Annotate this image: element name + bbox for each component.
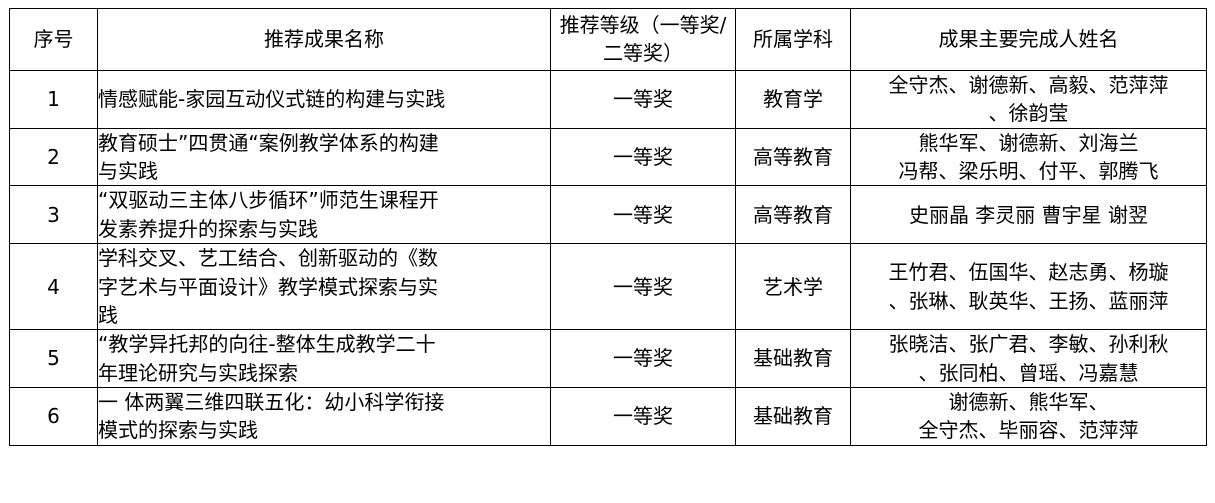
cell-sequence-number: 1 <box>9 69 98 129</box>
cell-award-level: 一等奖 <box>550 329 736 389</box>
cell-award-level: 一等奖 <box>550 243 736 331</box>
cell-achievement-name: 学科交叉、艺工结合、创新驱动的《数字艺术与平面设计》教学模式探索与实践 <box>97 243 551 331</box>
achievement-name-line: 践 <box>98 302 118 327</box>
achievement-name-line: 情感赋能-家园互动仪式链的构建与实践 <box>98 86 446 111</box>
table-row: 5“教学异托邦的向往-整体生成教学二十年理论研究与实践探索一等奖基础教育张晓洁、… <box>9 329 1207 389</box>
table-row: 3“双驱动三主体八步循环”师范生课程开发素养提升的探索与实践一等奖高等教育史丽晶… <box>9 185 1207 245</box>
contributor-line: 王竹君、伍国华、赵志勇、杨璇 <box>888 260 1169 285</box>
achievement-name-line: 字艺术与平面设计》教学模式探索与实 <box>98 274 438 299</box>
recommended-achievements-table: 序号 推荐成果名称 推荐等级（一等奖/二等奖） 所属学科 成果主要完成人姓名 1… <box>9 8 1207 446</box>
cell-discipline: 基础教育 <box>735 329 851 389</box>
cell-discipline: 教育学 <box>735 69 851 129</box>
column-header-award-level: 推荐等级（一等奖/二等奖） <box>550 8 736 71</box>
cell-contributors: 谢德新、熊华军、全守杰、毕丽容、范萍萍 <box>850 387 1207 446</box>
contributor-line: 、张同柏、曾瑶、冯嘉慧 <box>918 360 1139 385</box>
cell-achievement-name: “教学异托邦的向往-整体生成教学二十年理论研究与实践探索 <box>97 329 551 389</box>
contributor-line: 冯帮、梁乐明、付平、郭腾飞 <box>898 158 1159 183</box>
column-header-achievement-name: 推荐成果名称 <box>97 8 551 71</box>
cell-sequence-number: 3 <box>9 185 98 245</box>
contributor-line: 全守杰、毕丽容、范萍萍 <box>918 418 1139 443</box>
achievement-name-line: 学科交叉、艺工结合、创新驱动的《数 <box>98 246 438 271</box>
achievement-name-line: 与实践 <box>98 158 158 183</box>
contributor-line: 熊华军、谢德新、刘海兰 <box>918 130 1139 155</box>
contributor-line: 谢德新、熊华军、 <box>948 390 1109 415</box>
cell-achievement-name: 一 体两翼三维四联五化：幼小科学衔接模式的探索与实践 <box>97 387 551 446</box>
cell-discipline: 高等教育 <box>735 127 851 187</box>
cell-discipline: 艺术学 <box>735 243 851 331</box>
achievement-name-line: 年理论研究与实践探索 <box>98 360 298 385</box>
cell-sequence-number: 4 <box>9 243 98 331</box>
cell-discipline: 高等教育 <box>735 185 851 245</box>
cell-award-level: 一等奖 <box>550 387 736 446</box>
cell-achievement-name: “双驱动三主体八步循环”师范生课程开发素养提升的探索与实践 <box>97 185 551 245</box>
cell-contributors: 史丽晶 李灵丽 曹宇星 谢翌 <box>850 185 1207 245</box>
cell-contributors: 熊华军、谢德新、刘海兰冯帮、梁乐明、付平、郭腾飞 <box>850 127 1207 187</box>
column-header-discipline: 所属学科 <box>735 8 851 71</box>
cell-contributors: 全守杰、谢德新、高毅、范萍萍、徐韵莹 <box>850 69 1207 129</box>
cell-award-level: 一等奖 <box>550 69 736 129</box>
achievement-name-line: 一 体两翼三维四联五化：幼小科学衔接 <box>98 390 445 415</box>
achievement-name-line: 模式的探索与实践 <box>98 418 258 443</box>
cell-contributors: 王竹君、伍国华、赵志勇、杨璇、张琳、耿英华、王扬、蓝丽萍 <box>850 243 1207 331</box>
cell-achievement-name: 情感赋能-家园互动仪式链的构建与实践 <box>97 69 551 129</box>
achievement-name-line: “教学异托邦的向往-整体生成教学二十 <box>98 332 436 357</box>
achievement-name-line: 发素养提升的探索与实践 <box>98 216 318 241</box>
contributor-line: 、张琳、耿英华、王扬、蓝丽萍 <box>888 288 1169 313</box>
cell-sequence-number: 5 <box>9 329 98 389</box>
contributor-line: 张晓洁、张广君、李敏、孙利秋 <box>888 332 1169 357</box>
contributor-line: 史丽晶 李灵丽 曹宇星 谢翌 <box>908 202 1149 227</box>
achievement-name-line: 教育硕士”四贯通“案例教学体系的构建 <box>98 130 439 155</box>
cell-contributors: 张晓洁、张广君、李敏、孙利秋、张同柏、曾瑶、冯嘉慧 <box>850 329 1207 389</box>
cell-achievement-name: 教育硕士”四贯通“案例教学体系的构建与实践 <box>97 127 551 187</box>
achievement-name-line: “双驱动三主体八步循环”师范生课程开 <box>98 188 439 213</box>
cell-discipline: 基础教育 <box>735 387 851 446</box>
contributor-line: 全守杰、谢德新、高毅、范萍萍 <box>888 72 1169 97</box>
table-header-row: 序号 推荐成果名称 推荐等级（一等奖/二等奖） 所属学科 成果主要完成人姓名 <box>9 8 1207 71</box>
column-header-sequence: 序号 <box>9 8 98 71</box>
contributor-line: 、徐韵莹 <box>988 101 1069 126</box>
cell-sequence-number: 6 <box>9 387 98 446</box>
cell-award-level: 一等奖 <box>550 185 736 245</box>
table-header: 序号 推荐成果名称 推荐等级（一等奖/二等奖） 所属学科 成果主要完成人姓名 <box>9 8 1207 71</box>
cell-sequence-number: 2 <box>9 127 98 187</box>
cell-award-level: 一等奖 <box>550 127 736 187</box>
column-header-contributors: 成果主要完成人姓名 <box>850 8 1207 71</box>
